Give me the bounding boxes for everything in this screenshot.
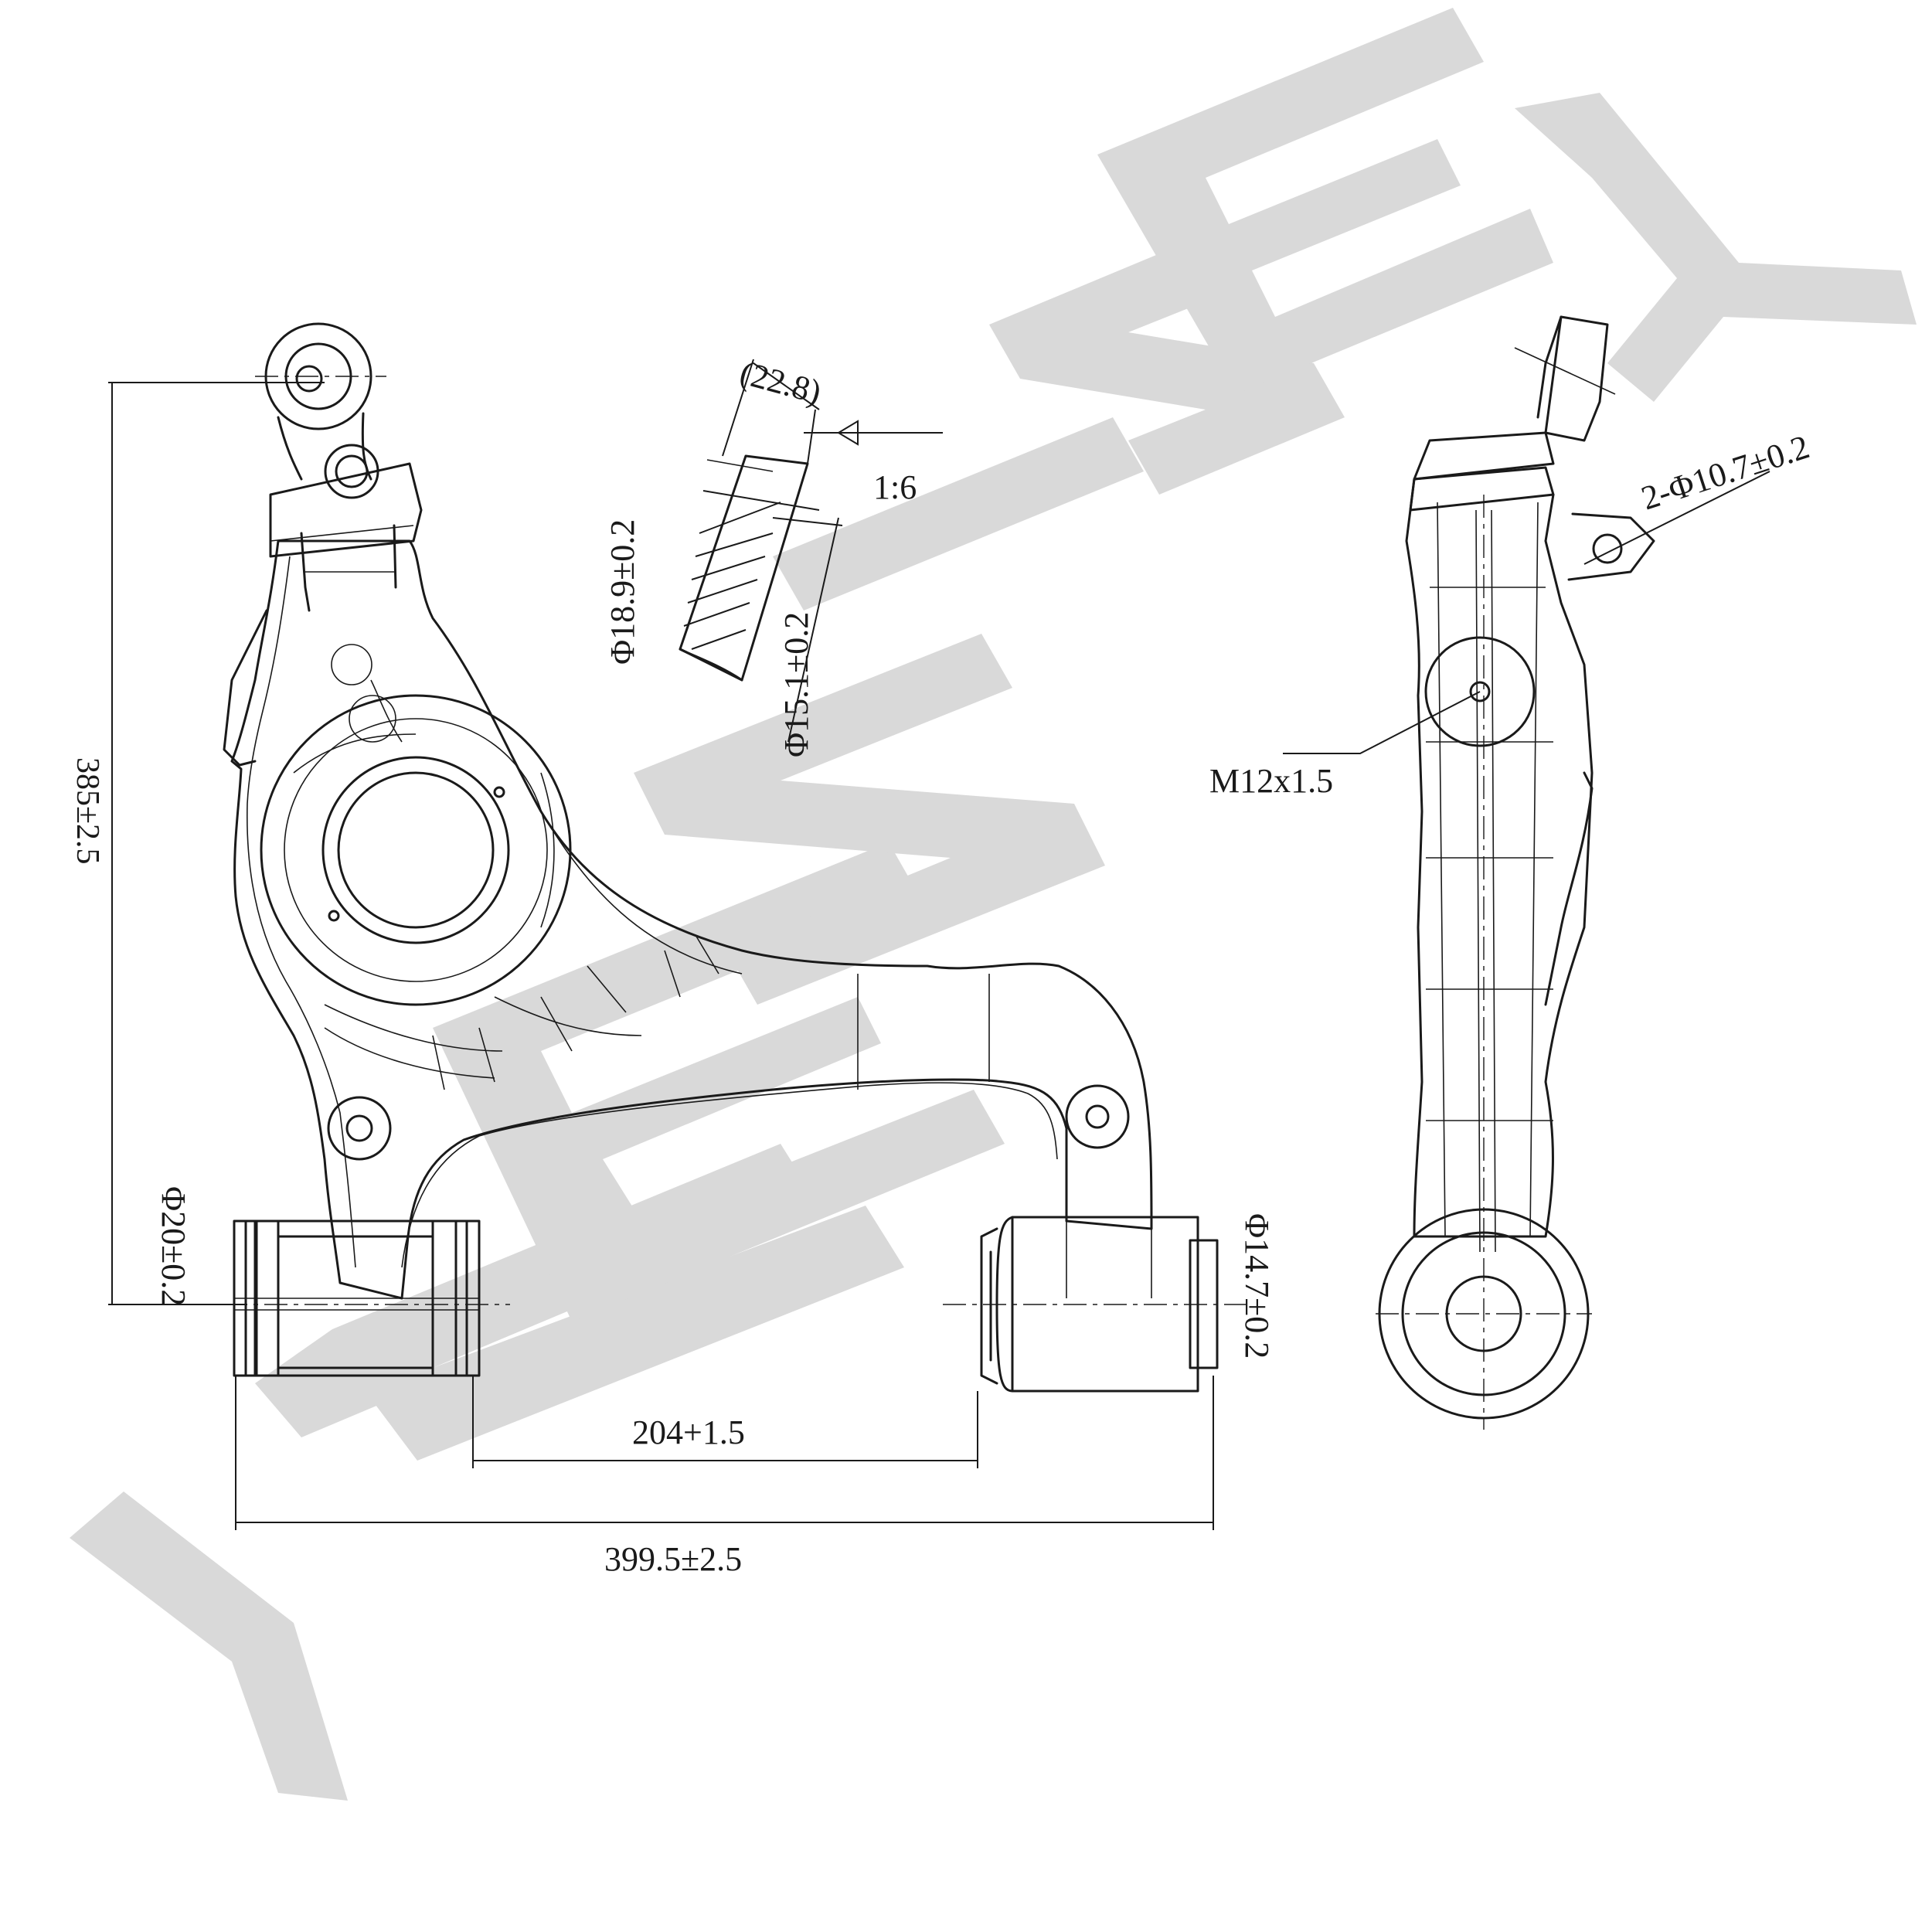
left-bushing bbox=[224, 1219, 510, 1377]
control-arm-front-view bbox=[223, 322, 1252, 1393]
thread-boss bbox=[1424, 636, 1536, 747]
dim-width-total: 399.5±2.5 bbox=[604, 1540, 742, 1578]
dim-mount-holes: 2-Φ10.7±0.2 bbox=[1637, 427, 1814, 517]
front-view-dimensions: 385±2.5 399.5±2.5 204+1.5 Φ20±0.2 Φ14.7±… bbox=[70, 382, 1276, 1578]
watermark-logo bbox=[70, 8, 1917, 1801]
dim-height-total: 385±2.5 bbox=[70, 757, 105, 865]
dim-thread: M12x1.5 bbox=[1209, 762, 1333, 800]
knuckle-bore-housing bbox=[260, 694, 572, 1006]
control-arm-side-view: 2-Φ10.7±0.2 M12x1.5 bbox=[1209, 315, 1814, 1430]
dim-right-bushing-dia: Φ14.7±0.2 bbox=[1238, 1213, 1276, 1359]
dim-taper-ratio: 1:6 bbox=[873, 468, 917, 506]
right-bushing bbox=[943, 1216, 1252, 1393]
dim-ball-stud-length: (22.8) bbox=[736, 353, 825, 411]
dim-left-bushing-dia: Φ20±0.2 bbox=[155, 1186, 192, 1306]
dim-taper-minor-dia: Φ15.1±0.2 bbox=[777, 612, 815, 757]
dim-taper-major-dia: Φ18.9±0.2 bbox=[604, 519, 641, 665]
dim-bushing-spacing: 204+1.5 bbox=[632, 1413, 745, 1451]
